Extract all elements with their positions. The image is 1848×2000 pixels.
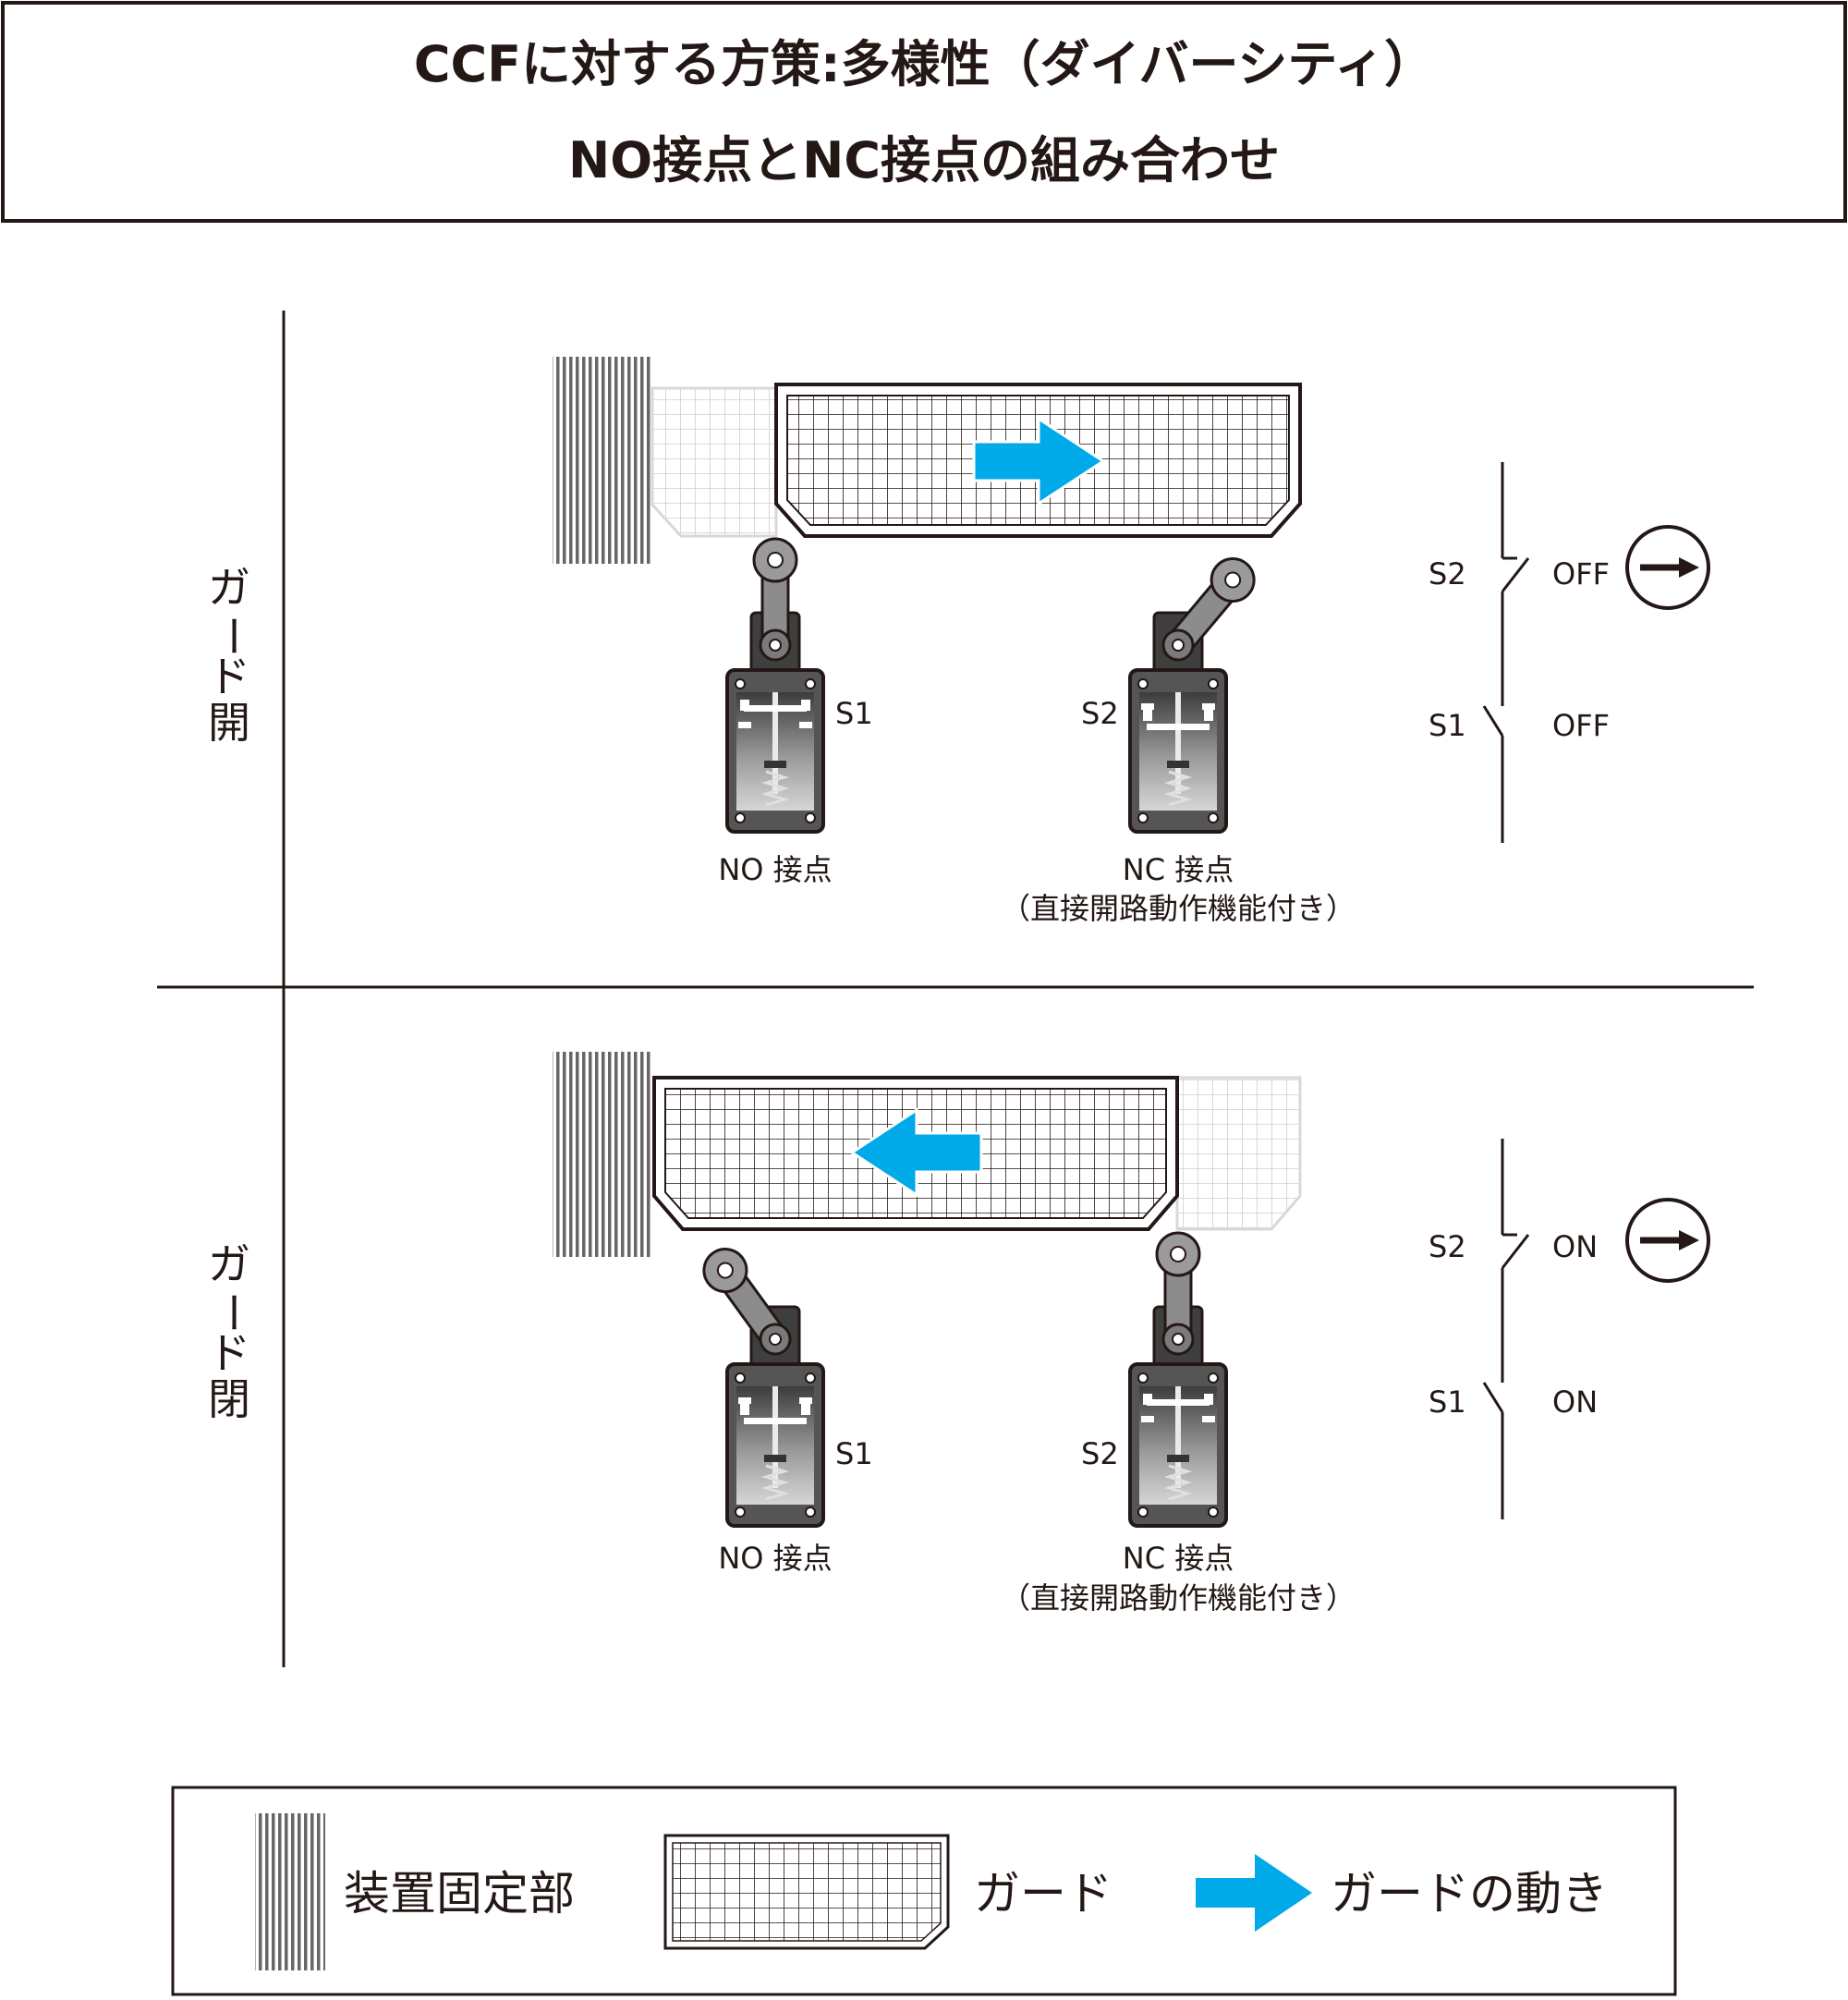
s2-label: S2 — [1081, 696, 1119, 731]
side-label-char: ガ — [208, 563, 250, 613]
legend-guard-motion-label: ガードの動き — [1331, 1867, 1608, 1921]
guard-ghost — [1175, 1076, 1302, 1231]
circuit-s1-label: S1 — [1429, 708, 1466, 743]
legend-fixed-part-label: 装置固定部 — [344, 1867, 575, 1921]
no-contact-caption: NO 接点 — [718, 1541, 832, 1576]
circuit-s2-state: ON — [1552, 1229, 1598, 1264]
header-title-line2: NO接点とNC接点の組み合わせ — [568, 131, 1280, 189]
side-label-char: 閉 — [208, 1374, 250, 1424]
forced-opening-arrow-icon — [1627, 1200, 1708, 1281]
circuit-open — [1482, 462, 1530, 843]
guard-motion-arrow — [972, 416, 1106, 506]
fixed-part — [553, 357, 652, 564]
header-box — [1, 1, 1847, 223]
side-label-char: ガ — [208, 1239, 250, 1289]
forced-opening-arrow-icon — [1627, 527, 1708, 608]
circuit-s1-label: S1 — [1429, 1384, 1466, 1420]
nc-contact-subcaption: （直接開路動作機能付き） — [1001, 891, 1356, 926]
side-label-char: 開 — [208, 698, 250, 748]
legend-fixed-part-swatch — [255, 1813, 325, 1970]
nc-contact-caption: NC 接点 — [1123, 852, 1234, 887]
limit-switch-s1 — [725, 537, 825, 834]
side-label-char: ー — [208, 1291, 258, 1334]
circuit-closed — [1482, 1139, 1530, 1519]
nc-contact-subcaption: （直接開路動作機能付き） — [1001, 1580, 1356, 1616]
s1-label: S1 — [835, 1436, 873, 1471]
s1-label: S1 — [835, 696, 873, 731]
limit-switch-s2 — [1128, 548, 1265, 834]
header-title-line1: CCFに対する方策:多様性（ダイバーシティ） — [414, 35, 1434, 93]
s2-label: S2 — [1081, 1436, 1119, 1471]
nc-contact-caption: NC 接点 — [1123, 1541, 1234, 1576]
fixed-part — [553, 1052, 652, 1257]
circuit-s2-state: OFF — [1552, 556, 1610, 591]
circuit-s1-state: ON — [1552, 1384, 1598, 1420]
circuit-s2-label: S2 — [1429, 1229, 1466, 1264]
legend-guard-motion-arrow — [1196, 1854, 1312, 1932]
side-label-char: ド — [208, 652, 250, 701]
limit-switch-s2 — [1128, 1231, 1228, 1528]
guard-motion-arrow — [849, 1107, 983, 1198]
circuit-s2-label: S2 — [1429, 556, 1466, 591]
side-label-open: ガ ー ド 開 — [208, 563, 258, 748]
side-label-char: ー — [208, 615, 258, 657]
side-label-closed: ガ ー ド 閉 — [208, 1239, 258, 1424]
circuit-s1-state: OFF — [1552, 708, 1610, 743]
no-contact-caption: NO 接点 — [718, 852, 832, 887]
limit-switch-s1 — [694, 1238, 825, 1528]
legend-guard-label: ガード — [974, 1867, 1112, 1921]
side-label-char: ド — [208, 1328, 250, 1378]
guard-ghost — [650, 386, 778, 538]
